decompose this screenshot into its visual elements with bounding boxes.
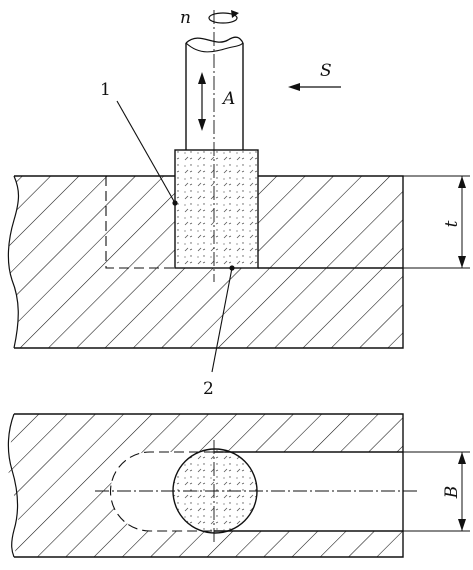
axial-motion-arrow-icon: [198, 72, 206, 131]
depth-label: t: [442, 220, 462, 227]
leader-2: [211, 265, 235, 373]
width-label: B: [442, 486, 462, 500]
break-line-top: [7, 413, 19, 558]
leader-1: [116, 100, 178, 206]
callout-2-label: 2: [203, 379, 214, 399]
end-mill-shank: [185, 36, 244, 150]
callout-1-label: 1: [100, 80, 111, 100]
break-line: [7, 175, 20, 349]
rotation-arrow-icon: [208, 10, 239, 24]
hidden-slot-end: [109, 451, 214, 532]
feed-arrow-icon: [288, 83, 341, 91]
end-mill-cutting-part: [174, 149, 259, 269]
feed-label: S: [320, 61, 332, 81]
rotation-label: n: [180, 8, 191, 28]
hidden-slot-outline: [105, 176, 175, 269]
width-dimension: [403, 451, 470, 532]
depth-dimension: [403, 175, 470, 269]
axial-motion-label: A: [221, 89, 235, 109]
